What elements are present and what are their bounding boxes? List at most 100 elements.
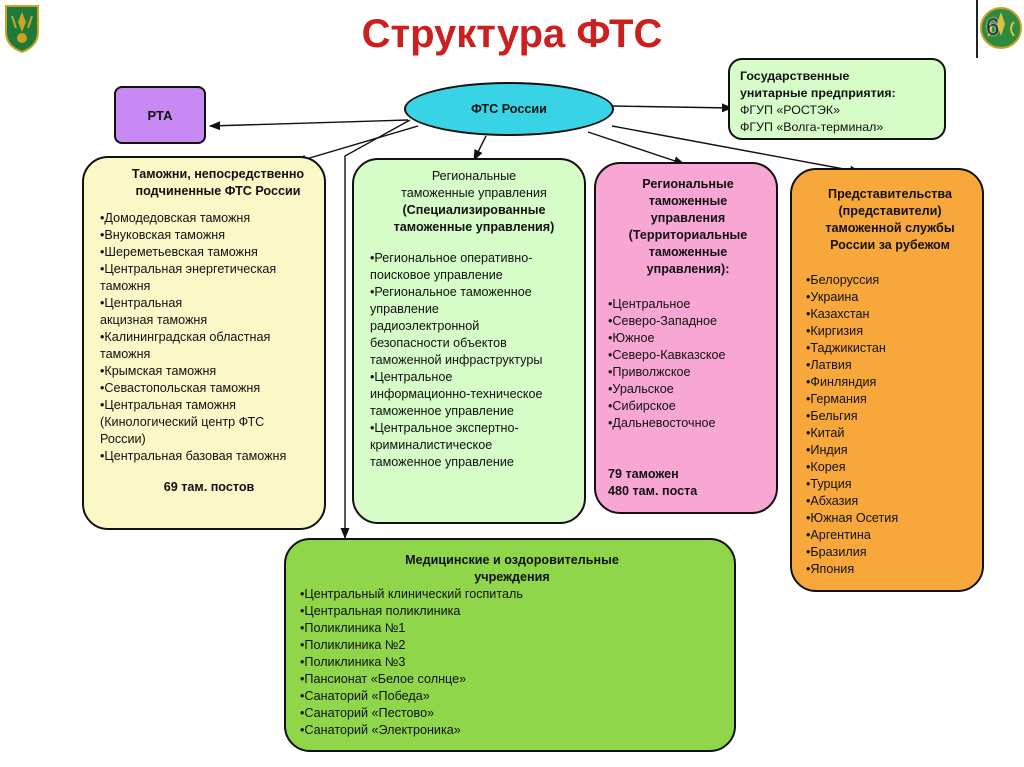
arrow-to-unitary — [611, 103, 734, 113]
list-item: •Бельгия — [806, 409, 858, 423]
direct-customs-footer: 69 там. постов — [163, 480, 255, 494]
arrow-to-customs — [294, 125, 419, 164]
representatives-title: Представительства (представители) таможе… — [806, 186, 974, 254]
list-item: •Санаторий «Победа» — [300, 689, 430, 703]
list-item: •Домодедовская таможня — [100, 211, 251, 225]
list-item: •Санаторий «Пестово» — [300, 706, 435, 720]
list-item: •Северо-Кавказское — [608, 348, 726, 362]
specialized-list: •Региональное оперативно- поисковое упра… — [370, 250, 578, 471]
territorial-title: Региональные таможенные управления (Терр… — [608, 176, 768, 278]
list-item: •Япония — [806, 562, 855, 576]
list-item: •Киргизия — [806, 324, 864, 338]
title-line: (Территориальные — [628, 228, 748, 242]
emblem-divider — [976, 0, 978, 58]
list-item: криминалистическое — [370, 438, 493, 452]
list-item: •Центральная базовая таможня — [100, 449, 287, 463]
list-item: •Южная Осетия — [806, 511, 899, 525]
territorial-list: •Центральное •Северо-Западное •Южное •Се… — [608, 296, 768, 432]
list-item: •Центральная — [100, 296, 183, 310]
list-item: •Финляндия — [806, 375, 877, 389]
list-item: •Китай — [806, 426, 845, 440]
list-item: •Центральное экспертно- — [370, 421, 519, 435]
slide-number: 6 — [986, 14, 1000, 41]
list-item: •Поликлиника №2 — [300, 638, 406, 652]
title-line: управления — [650, 211, 726, 225]
list-item: радиоэлектронной — [370, 319, 480, 333]
list-item: •Калининградская областная — [100, 330, 271, 344]
list-item: •Центральное — [370, 370, 453, 384]
footer-line: 79 таможен — [608, 467, 679, 481]
medical-institutions-box: Медицинские и оздоровительные учреждения… — [284, 538, 736, 752]
specialized-administrations-box: Региональные таможенные управления (Спец… — [352, 158, 586, 524]
title-line: Медицинские и оздоровительные — [405, 553, 619, 567]
list-item: •Аргентина — [806, 528, 871, 542]
list-item: акцизная таможня — [100, 313, 208, 327]
customs-emblem-icon — [5, 5, 39, 54]
title-line: (Специализированные — [402, 203, 546, 217]
list-item: •Приволжское — [608, 365, 691, 379]
list-item: •Сибирское — [608, 399, 676, 413]
direct-customs-box: Таможни, непосредственно подчиненные ФТС… — [82, 156, 326, 530]
list-item: •Латвия — [806, 358, 852, 372]
list-item: •Центральное — [608, 297, 691, 311]
title-line: Региональные — [642, 177, 734, 191]
list-item: •Северо-Западное — [608, 314, 718, 328]
list-item: информационно-техническое — [370, 387, 543, 401]
list-item: •Внуковская таможня — [100, 228, 226, 242]
list-item: таможенной инфраструктуры — [370, 353, 543, 367]
list-item: •Дальневосточное — [608, 416, 716, 430]
rta-label: РТА — [147, 107, 173, 123]
arrow-to-rta — [208, 119, 409, 131]
representatives-list: •Белоруссия •Украина •Казахстан •Киргизи… — [806, 272, 974, 578]
unitary-enterprises-box: Государственные унитарные предприятия: Ф… — [728, 58, 946, 140]
customs-emblem-icon — [980, 7, 1022, 49]
unitary-line: унитарные предприятия: — [740, 86, 896, 100]
unitary-line: Государственные — [740, 69, 850, 83]
list-item: •Центральная поликлиника — [300, 604, 461, 618]
list-item: управление — [370, 302, 439, 316]
fts-russia-label: ФТС России — [471, 102, 547, 116]
list-item: •Шереметьевская таможня — [100, 245, 258, 259]
territorial-administrations-box: Региональные таможенные управления (Терр… — [594, 162, 778, 514]
direct-customs-title: Таможни, непосредственно подчиненные ФТС… — [118, 166, 318, 200]
title-line: учреждения — [474, 570, 550, 584]
representatives-abroad-box: Представительства (представители) таможе… — [790, 168, 984, 592]
medical-title: Медицинские и оздоровительные учреждения — [300, 552, 724, 586]
title-line: таможенные — [648, 245, 728, 259]
list-item: •Санаторий «Электроника» — [300, 723, 461, 737]
list-item: (Кинологический центр ФТС — [100, 415, 265, 429]
footer-line: 480 там. поста — [608, 484, 698, 498]
title-line: подчиненные ФТС России — [135, 184, 301, 198]
list-item: безопасности объектов — [370, 336, 507, 350]
territorial-footer: 79 таможен 480 там. поста — [608, 466, 768, 500]
list-item: поисковое управление — [370, 268, 503, 282]
arrow-to-specialized — [473, 135, 487, 162]
list-item: •Германия — [806, 392, 867, 406]
arrow-to-territorial — [587, 131, 686, 166]
list-item: •Севастопольская таможня — [100, 381, 261, 395]
medical-list: •Центральный клинический госпиталь •Цент… — [300, 586, 724, 739]
title-line: таможенные управления) — [393, 220, 555, 234]
list-item: •Украина — [806, 290, 859, 304]
list-item: •Пансионат «Белое солнце» — [300, 672, 467, 686]
title-line: Региональные — [431, 169, 517, 183]
list-item: •Центральный клинический госпиталь — [300, 587, 523, 601]
list-item: таможня — [100, 279, 151, 293]
title-line: управления): — [646, 262, 730, 276]
rta-node: РТА — [114, 86, 206, 144]
list-item: •Турция — [806, 477, 852, 491]
list-item: •Индия — [806, 443, 848, 457]
list-item: таможня — [100, 347, 151, 361]
list-item: •Абхазия — [806, 494, 859, 508]
list-item: •Поликлиника №1 — [300, 621, 406, 635]
list-item: •Корея — [806, 460, 846, 474]
list-item: •Поликлиника №3 — [300, 655, 406, 669]
title-line: (представители) — [838, 204, 942, 218]
title-line: России за рубежом — [830, 238, 950, 252]
list-item: России) — [100, 432, 146, 446]
title-line: Таможни, непосредственно — [131, 167, 305, 181]
arrow-to-representatives — [611, 125, 862, 175]
list-item: •Региональное оперативно- — [370, 251, 533, 265]
title-line: таможенной службы — [825, 221, 955, 235]
